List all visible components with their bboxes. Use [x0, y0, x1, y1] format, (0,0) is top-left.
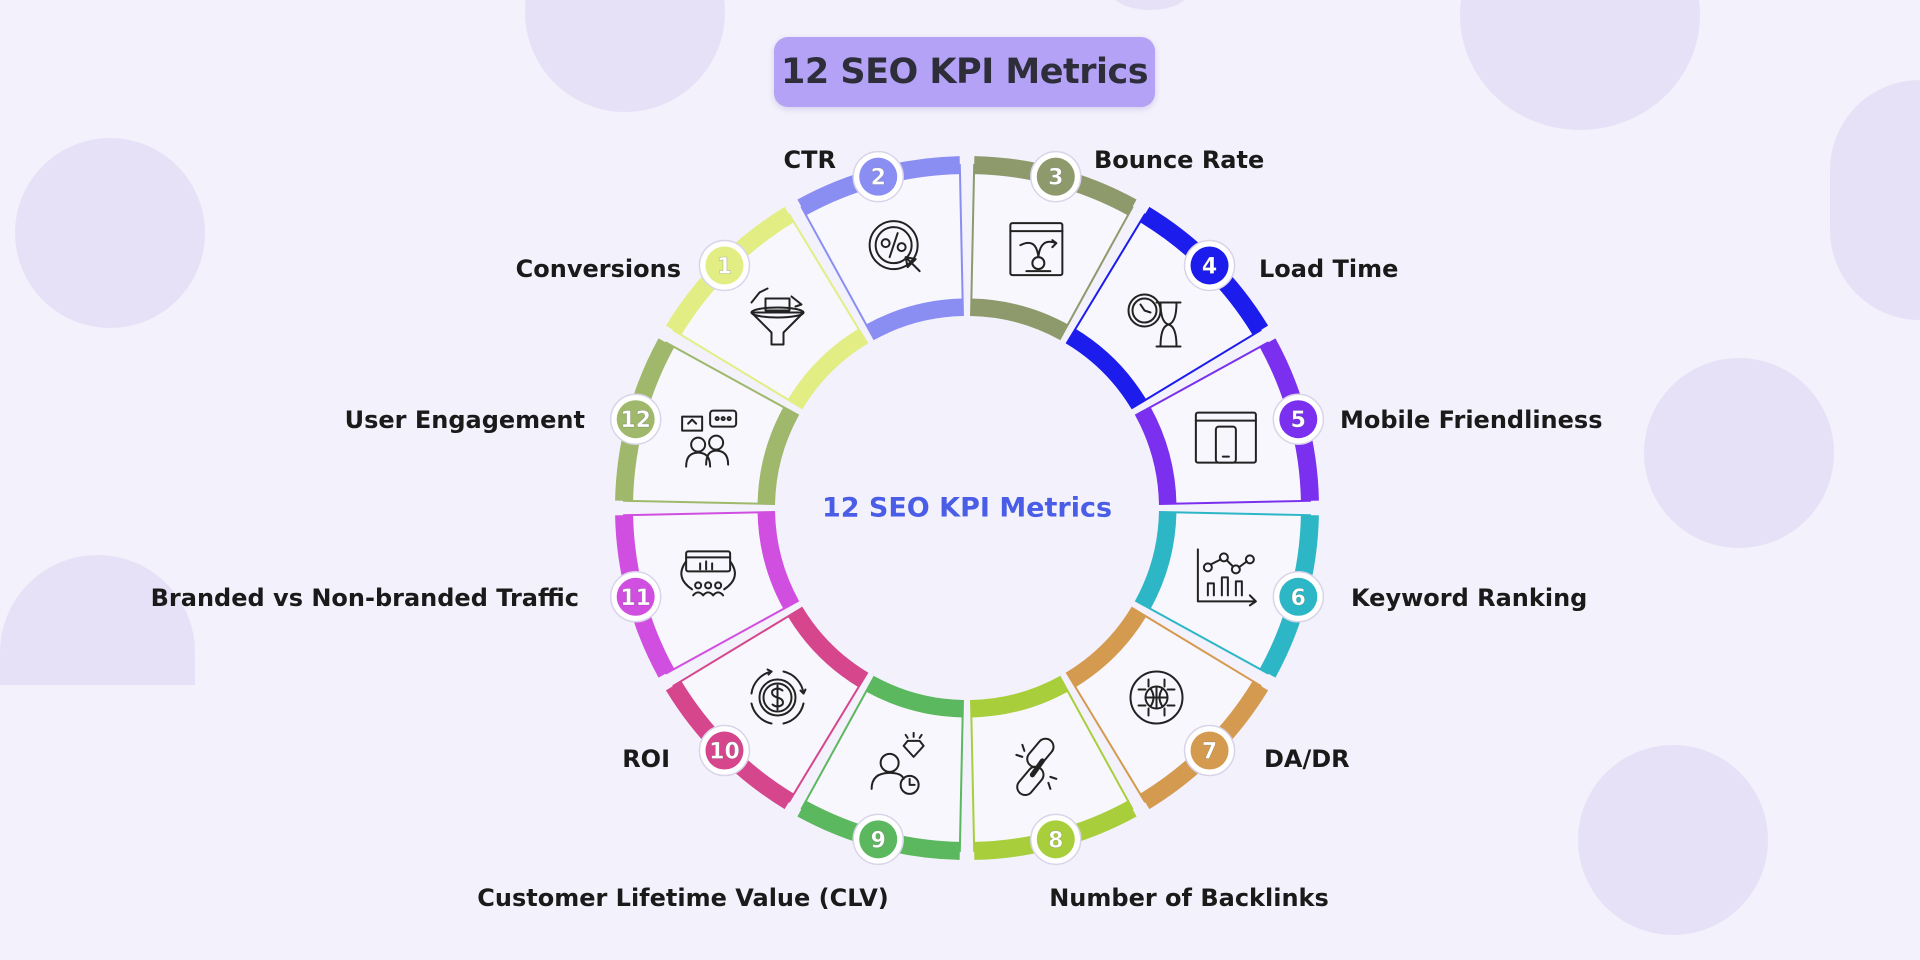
segment-inner-band — [970, 298, 1068, 340]
segment-inner-band — [787, 607, 868, 688]
kpi-segment: 11 — [609, 511, 800, 678]
metric-label: Load Time — [1259, 255, 1399, 283]
ranking-chart-icon — [1196, 548, 1257, 607]
number-badge: 4 — [1183, 239, 1236, 292]
badge-fill — [1279, 400, 1318, 439]
badge-fill — [616, 577, 655, 616]
kpi-segment: 2 — [797, 150, 964, 341]
badge-fill — [705, 731, 744, 770]
badge-number: 10 — [709, 740, 740, 765]
badge-number: 9 — [871, 828, 886, 853]
kpi-segment: 5 — [1134, 338, 1325, 505]
badge-number: 7 — [1202, 740, 1217, 765]
number-badge: 11 — [609, 571, 662, 623]
segment-inner-band — [757, 511, 799, 609]
number-badge: 8 — [1030, 813, 1082, 866]
title-banner: 12 SEO KPI Metrics — [774, 37, 1155, 107]
segment-inner-band — [866, 676, 964, 718]
segment-inner-band — [1066, 607, 1147, 688]
traffic-audience-icon — [680, 550, 736, 597]
customer-diamond-icon — [870, 731, 925, 795]
metric-label: Number of Backlinks — [1049, 884, 1329, 912]
segment-inner-band — [787, 328, 868, 409]
metric-label: Keyword Ranking — [1351, 584, 1588, 612]
number-badge: 5 — [1272, 393, 1325, 445]
metric-label: User Engagement — [344, 406, 585, 434]
funnel-icon — [750, 287, 805, 346]
decorative-circle — [1830, 80, 1920, 320]
badge-fill — [859, 157, 898, 196]
number-badge: 12 — [609, 393, 662, 445]
badge-number: 2 — [871, 166, 886, 191]
number-badge: 1 — [698, 239, 751, 292]
metric-label: Mobile Friendliness — [1340, 406, 1603, 434]
metric-label: CTR — [783, 146, 836, 174]
kpi-segment: 9 — [797, 675, 964, 866]
number-badge: 9 — [852, 813, 904, 866]
badge-number: 8 — [1048, 828, 1063, 853]
percent-click-icon — [868, 220, 921, 273]
metric-label: Conversions — [515, 255, 681, 283]
number-badge: 6 — [1272, 571, 1325, 623]
page-title: 12 SEO KPI Metrics — [780, 52, 1149, 92]
segment-inner-band — [757, 407, 799, 505]
segment-inner-band — [1066, 328, 1147, 409]
chain-link-icon — [1015, 737, 1058, 796]
badge-fill — [859, 820, 898, 859]
kpi-segment: 4 — [1065, 206, 1269, 410]
kpi-segment: 12 — [609, 338, 800, 505]
segment-inner-band — [970, 676, 1068, 718]
metric-label: Branded vs Non-branded Traffic — [150, 584, 579, 612]
decorative-circle — [1578, 745, 1768, 935]
bounce-window-icon — [1009, 222, 1064, 277]
badge-fill — [705, 246, 744, 285]
badge-fill — [1190, 731, 1229, 770]
kpi-segment: 10 — [665, 606, 869, 810]
stopwatch-hourglass-icon — [1127, 293, 1182, 348]
center-label: 12 SEO KPI Metrics — [821, 492, 1113, 524]
badge-fill — [1279, 577, 1318, 616]
badge-number: 11 — [620, 586, 651, 611]
badge-number: 5 — [1291, 408, 1306, 433]
badge-fill — [1036, 157, 1075, 196]
kpi-segment: 6 — [1134, 511, 1325, 678]
number-badge: 10 — [698, 724, 751, 777]
badge-number: 6 — [1291, 586, 1306, 611]
decorative-circle — [1644, 358, 1834, 548]
number-badge: 2 — [852, 150, 904, 203]
metric-label: DA/DR — [1264, 745, 1350, 773]
segment-inner-band — [866, 298, 964, 340]
segment-inner-band — [1135, 511, 1177, 609]
badge-fill — [616, 400, 655, 439]
kpi-segment: 3 — [970, 150, 1137, 341]
badge-fill — [1036, 820, 1075, 859]
metric-label: Customer Lifetime Value (CLV) — [477, 884, 889, 912]
kpi-segment: 7 — [1065, 606, 1269, 810]
badge-number: 12 — [620, 408, 651, 433]
decorative-circle — [1110, 0, 1190, 10]
kpi-segment: 8 — [970, 675, 1137, 866]
decorative-circle — [15, 138, 205, 328]
globe-network-icon — [1129, 670, 1184, 725]
badge-number: 3 — [1048, 166, 1063, 191]
badge-fill — [1190, 246, 1229, 285]
metric-label: Bounce Rate — [1094, 146, 1265, 174]
number-badge: 3 — [1030, 150, 1082, 203]
segment-inner-band — [1135, 407, 1177, 505]
kpi-segment: 1 — [665, 206, 869, 410]
dollar-cycle-icon — [750, 668, 807, 725]
mobile-window-icon — [1194, 411, 1257, 464]
badge-number: 4 — [1202, 254, 1217, 279]
metric-label: ROI — [622, 745, 670, 773]
users-chat-icon — [681, 409, 738, 468]
badge-number: 1 — [717, 254, 732, 279]
number-badge: 7 — [1183, 724, 1236, 777]
